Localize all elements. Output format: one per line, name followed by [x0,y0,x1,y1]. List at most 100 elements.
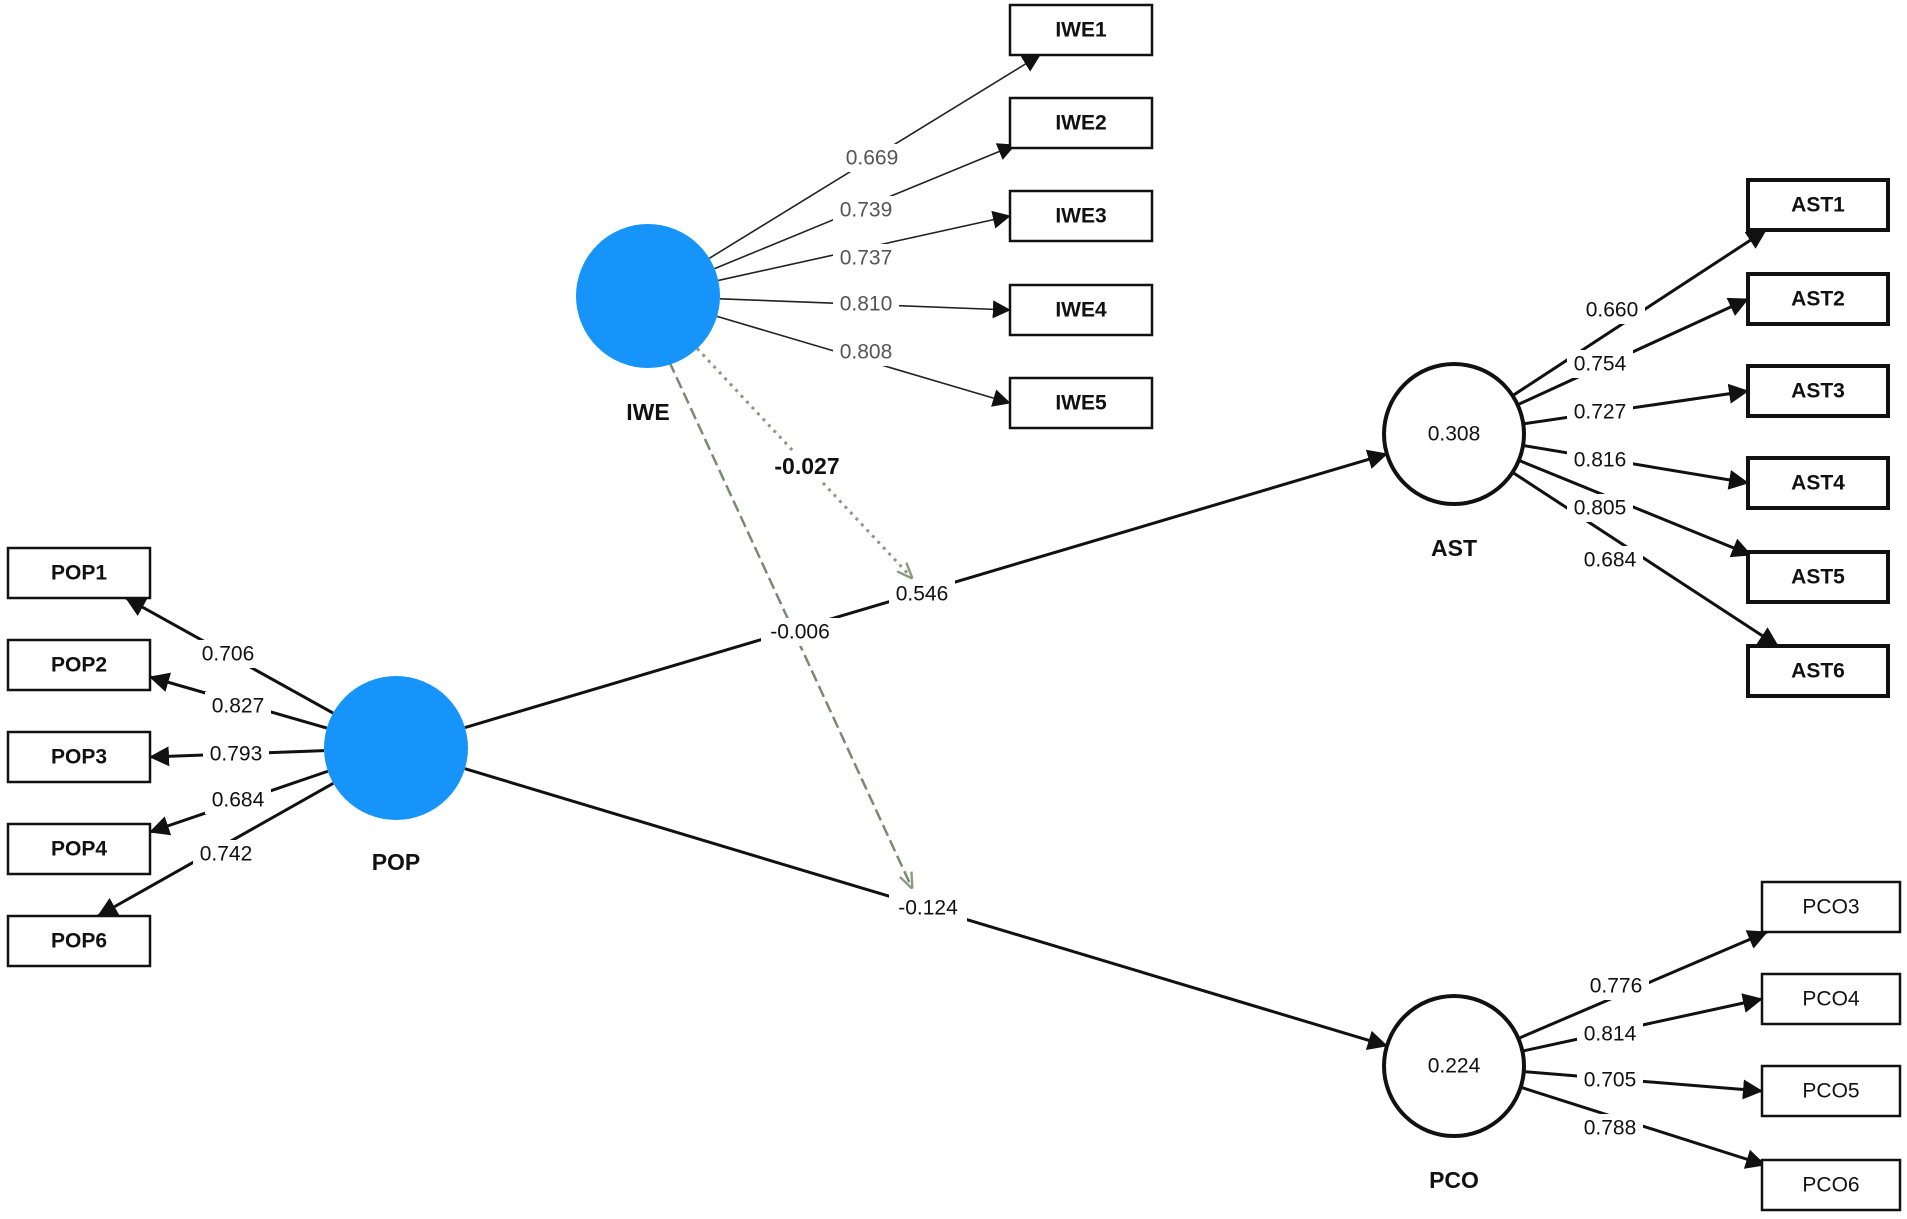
loading-line-ast5 [1518,459,1752,558]
indicator-label-ast5: AST5 [1791,566,1845,589]
indicator-box-pco4 [1760,972,1902,1026]
indicator-label-pop4: POP4 [51,838,107,861]
indicator-box-ast5 [1746,550,1890,604]
loading-value-ast5-bg [1567,494,1633,522]
indicator-box-pop3 [6,730,152,784]
loading-value-pop3: 0.793 [210,743,263,766]
latent-name-pco: PCO [1429,1167,1479,1193]
indicator-box-ast4 [1746,456,1890,510]
r-squared-ast: 0.308 [1428,423,1481,446]
path-coef-pop-ast-bg [889,580,955,608]
latent-name-pop: POP [372,849,421,875]
loading-value-pop2: 0.827 [212,695,265,718]
loading-value-pco6-bg [1577,1114,1643,1142]
indicator-box-ast2 [1746,272,1890,326]
loading-value-ast2: 0.754 [1574,353,1627,376]
loading-value-ast1-bg [1579,296,1645,324]
path-coef-iwe-moderation-ast-bg [768,452,846,480]
loading-value-ast4: 0.816 [1574,449,1627,472]
loading-value-ast1: 0.660 [1586,299,1639,322]
latent-name-iwe: IWE [626,399,669,425]
indicator-box-pop2 [6,638,152,692]
indicator-label-pop2: POP2 [51,654,107,677]
loading-value-ast2-bg [1567,350,1633,378]
indicator-label-ast4: AST4 [1791,472,1845,495]
loading-value-pop4-bg [205,786,271,814]
loading-value-pco3-bg [1583,972,1649,1000]
loading-value-ast3-bg [1567,398,1633,426]
loading-value-pco4-bg [1577,1020,1643,1048]
latent-pop [324,676,468,820]
indicator-box-iwe3 [1008,189,1154,243]
indicator-box-pop1 [6,546,152,600]
loading-value-pop1-bg [195,640,261,668]
indicator-label-iwe2: IWE2 [1055,112,1106,135]
indicator-box-iwe1 [1008,3,1154,57]
indicator-label-pco4: PCO4 [1802,988,1860,1011]
indicator-label-ast2: AST2 [1791,288,1845,311]
indicator-label-ast1: AST1 [1791,194,1845,217]
indicator-box-ast1 [1746,178,1890,232]
indicator-box-pco6 [1760,1158,1902,1212]
indicator-box-iwe4 [1008,283,1154,337]
latent-name-ast: AST [1431,535,1477,561]
indicator-label-pop1: POP1 [51,562,107,585]
loading-value-ast6: 0.684 [1584,549,1637,572]
indicator-label-iwe5: IWE5 [1055,392,1107,415]
loading-value-pop1: 0.706 [202,643,255,666]
loading-line-ast6 [1511,471,1779,648]
indicator-box-iwe5 [1008,376,1154,430]
indicator-label-iwe1: IWE1 [1055,19,1107,42]
r-squared-pco: 0.224 [1428,1055,1481,1078]
loading-value-pop3-bg [203,740,269,768]
loading-value-iwe3: 0.737 [840,247,893,270]
latent-pco [1382,994,1526,1138]
loading-value-pco5: 0.705 [1584,1069,1637,1092]
path-coef-iwe-moderation-pco-bg [761,618,839,646]
loading-value-iwe5: 0.808 [840,341,893,364]
loading-value-iwe2-bg [833,196,899,224]
loading-value-iwe4-bg [833,290,899,318]
loading-value-ast5: 0.805 [1574,497,1627,520]
loading-value-ast6-bg [1577,546,1643,574]
indicator-box-iwe2 [1008,96,1154,150]
loading-line-ast4 [1522,444,1749,490]
loading-value-pop2-bg [205,692,271,720]
indicator-box-pop4 [6,822,152,876]
indicator-label-iwe3: IWE3 [1055,205,1106,228]
indicator-box-pco5 [1760,1064,1902,1118]
loading-value-pco4: 0.814 [1584,1023,1637,1046]
loading-value-iwe2: 0.739 [840,199,893,222]
loading-value-pco6: 0.788 [1584,1117,1637,1140]
loading-value-iwe3-bg [833,244,899,272]
loading-value-ast3: 0.727 [1574,401,1627,424]
indicator-label-iwe4: IWE4 [1055,299,1107,322]
labels-layer: 0.669 0.739 0.737 0.810 0.808 0.706 0.827 0.793… [193,144,1649,1142]
latent-iwe [576,224,720,368]
path-coef-pop-ast: 0.546 [896,583,949,606]
loading-value-pop6-bg [193,840,259,868]
indicator-label-pop3: POP3 [51,746,107,769]
indicator-box-ast3 [1746,364,1890,418]
loading-value-pco3: 0.776 [1590,975,1643,998]
loading-value-iwe1: 0.669 [846,147,899,170]
loading-value-pop4: 0.684 [212,789,265,812]
indicator-label-pco5: PCO5 [1802,1080,1859,1103]
loading-line-ast3 [1523,383,1749,426]
indicator-label-pco3: PCO3 [1802,896,1859,919]
indicator-label-ast3: AST3 [1791,380,1845,403]
nodes-layer: IWE1IWE2IWE3IWE4IWE5POP1POP2POP3POP4POP6… [6,3,1902,1212]
indicator-box-pco3 [1760,880,1902,934]
loading-value-pco5-bg [1577,1066,1643,1094]
path-coef-pop-pco: -0.124 [898,897,958,920]
loading-value-iwe4: 0.810 [840,293,893,316]
loading-value-pop6: 0.742 [200,843,253,866]
loading-value-ast4-bg [1567,446,1633,474]
indicator-label-ast6: AST6 [1791,660,1845,683]
indicator-label-pop6: POP6 [51,930,107,953]
loading-value-iwe1-bg [839,144,905,172]
path-coef-iwe-moderation-ast: -0.027 [774,453,839,479]
latent-ast [1382,362,1526,506]
indicator-label-pco6: PCO6 [1802,1174,1859,1197]
